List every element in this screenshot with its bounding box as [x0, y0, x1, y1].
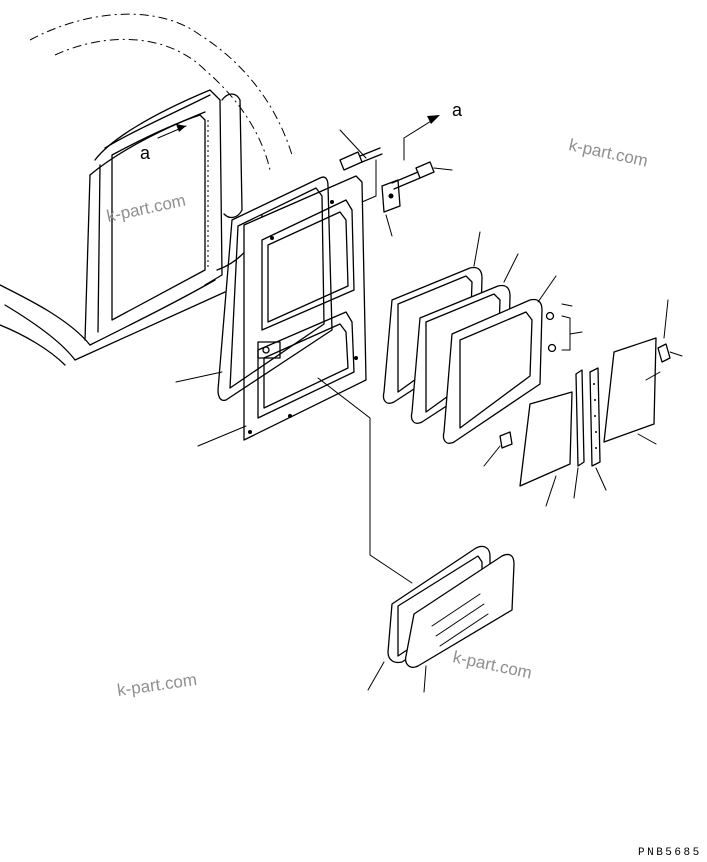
- view-arrow-cab: a: [140, 124, 187, 163]
- watermark: k-part.com: [567, 135, 649, 170]
- glass-sliding: [603, 337, 657, 445]
- door-seal: [175, 176, 333, 402]
- window-seal-3: [442, 275, 557, 444]
- lower-window-glass: [404, 553, 515, 693]
- glass-clip: [483, 431, 513, 467]
- view-label-a-top: a: [452, 100, 463, 120]
- watermark: k-part.com: [116, 670, 198, 700]
- hinge-bracket: [361, 159, 401, 237]
- hinge-bolt-right: [391, 161, 453, 190]
- glass-lower: [519, 391, 573, 507]
- fastener-set: [545, 303, 583, 353]
- watermark: k-part.com: [451, 647, 533, 682]
- guide-rail-1: [573, 369, 585, 499]
- door-panel: [197, 175, 367, 447]
- hinge-bolt: [339, 129, 383, 171]
- drawing-code: PNB5685: [638, 847, 702, 859]
- view-label-a-left: a: [140, 143, 151, 163]
- view-arrow-top: a: [403, 100, 463, 161]
- glass-stopper: [645, 299, 683, 381]
- watermark: k-part.com: [105, 191, 187, 226]
- guide-rail-2: [589, 367, 607, 491]
- leader-lower-group: [317, 377, 413, 584]
